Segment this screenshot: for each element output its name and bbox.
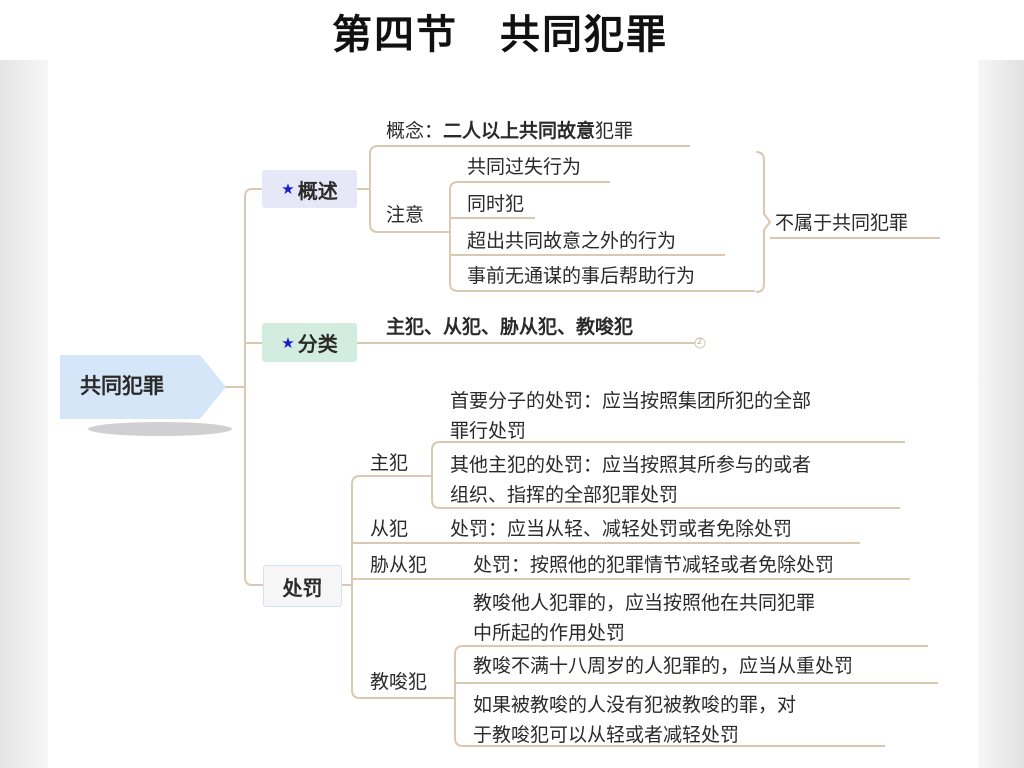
branch-punishment-label: 处罚 — [282, 575, 323, 600]
branch-classification-label: 分类 — [297, 332, 338, 356]
group-item: 其他主犯的处罚：应当按照其所参与的或者 组织、指挥的全部犯罪处罚 — [450, 454, 812, 506]
concept-label: 概念： — [386, 120, 444, 142]
note-summary: 不属于共同犯罪 — [775, 212, 909, 234]
group-label-instigator: 教唆犯 — [370, 671, 428, 693]
root-node[interactable]: 共同犯罪 — [60, 355, 232, 436]
group-label-accessory: 从犯 — [370, 518, 409, 540]
group-item: 首要分子的处罚：应当按照集团所犯的全部 罪行处罚 — [450, 390, 812, 442]
connector-instigator — [454, 645, 928, 747]
note-item: 同时犯 — [467, 193, 525, 215]
badge-circle — [694, 337, 706, 349]
group-item: 如果被教唆的人没有犯被教唆的罪，对 于教唆犯可以从轻或者减轻处罚 — [473, 694, 797, 746]
connector-principal — [431, 441, 905, 509]
brace — [755, 151, 772, 293]
note-label: 注意 — [386, 204, 425, 226]
group-item: 处罚：按照他的犯罪情节减轻或者免除处罚 — [473, 554, 835, 576]
star-icon: ★ — [281, 180, 295, 198]
page-title: 第四节 共同犯罪 — [332, 12, 668, 58]
concept-tail: 犯罪 — [595, 120, 634, 142]
concept-text: 概念：二人以上共同故意犯罪 — [386, 120, 633, 142]
connector-overview-children — [369, 145, 690, 233]
note-item: 超出共同故意之外的行为 — [467, 230, 677, 252]
branch-overview[interactable]: ★概述 — [262, 170, 357, 208]
group-item: 教唆他人犯罪的，应当按照他在共同犯罪 中所起的作用处罚 — [473, 592, 816, 644]
background-edge-right — [978, 60, 1024, 768]
classification-badge[interactable]: 2 — [697, 337, 703, 346]
connector-note-lines — [450, 217, 725, 256]
note-item: 事前无通谋的事后帮助行为 — [467, 265, 696, 287]
group-label-coerced: 胁从犯 — [370, 554, 428, 576]
background-edge-left — [0, 60, 48, 768]
root-label: 共同犯罪 — [80, 374, 164, 398]
connector-punishment-lines — [352, 542, 910, 580]
connector-note-children — [449, 181, 755, 292]
connector-punishment-children — [351, 475, 455, 699]
group-label-principal: 主犯 — [370, 452, 409, 474]
note-item: 共同过失行为 — [467, 156, 582, 178]
classification-content: 主犯、从犯、胁从犯、教唆犯 — [386, 316, 634, 338]
group-item: 教唆不满十八周岁的人犯罪的，应当从重处罚 — [473, 655, 854, 677]
group-item: 处罚：应当从轻、减轻处罚或者免除处罚 — [450, 518, 793, 540]
star-icon: ★ — [281, 333, 295, 352]
branch-overview-label: 概述 — [297, 178, 338, 203]
connector-trunk — [244, 188, 263, 586]
branch-punishment[interactable]: 处罚 — [263, 565, 342, 607]
root-shape — [60, 355, 232, 436]
concept-bold: 二人以上共同故意 — [443, 120, 596, 142]
branch-classification[interactable]: ★分类 — [262, 323, 357, 362]
